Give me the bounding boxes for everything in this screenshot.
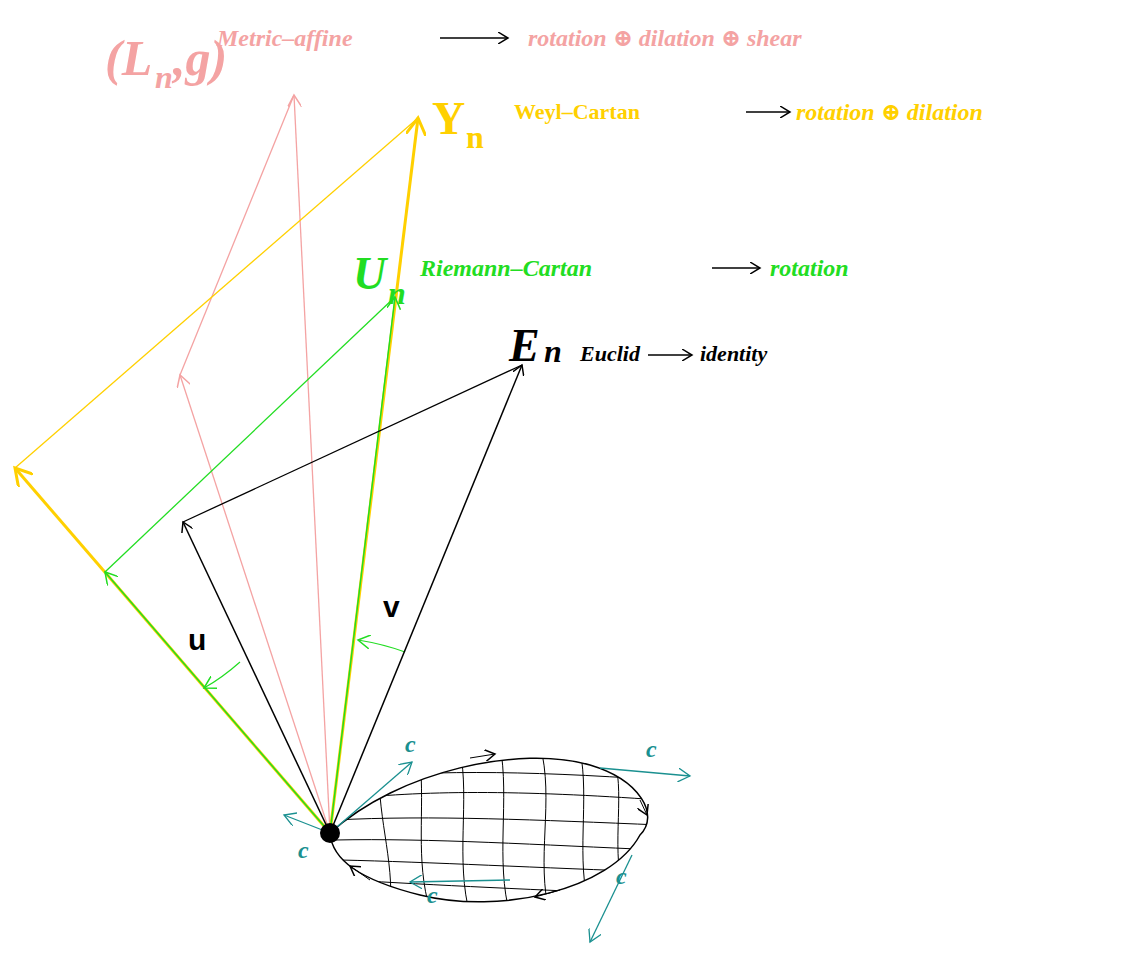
transformation: rotation ⊕ dilation ⊕ shear [528, 26, 802, 50]
transformation: identity [700, 343, 767, 365]
space-symbol: U [353, 251, 386, 297]
geometry-name: Riemann–Cartan [420, 256, 592, 280]
curve-vector-label: c [646, 737, 657, 761]
geometry-name: Euclid [580, 343, 640, 365]
vector-label: u [188, 625, 206, 655]
subscript: n [544, 335, 562, 367]
geometry-name: Weyl–Cartan [514, 101, 640, 123]
transformation: rotation ⊕ dilation [796, 100, 983, 124]
geometry-name: Metric–affine [217, 26, 353, 50]
vector-label: v [383, 592, 400, 622]
transformation: rotation [770, 256, 849, 280]
space-symbol: Y [432, 96, 465, 142]
subscript: n [388, 277, 406, 309]
curve-vector-label: c [405, 732, 416, 756]
subscript: n [466, 121, 484, 153]
curve-vector-label: c [298, 838, 309, 862]
space-symbol: (L [105, 33, 152, 83]
curve-vector-label: c [616, 864, 627, 888]
subscript: n [155, 61, 173, 93]
space-symbol: E [509, 323, 540, 369]
curve-vector-label: c [427, 883, 438, 907]
